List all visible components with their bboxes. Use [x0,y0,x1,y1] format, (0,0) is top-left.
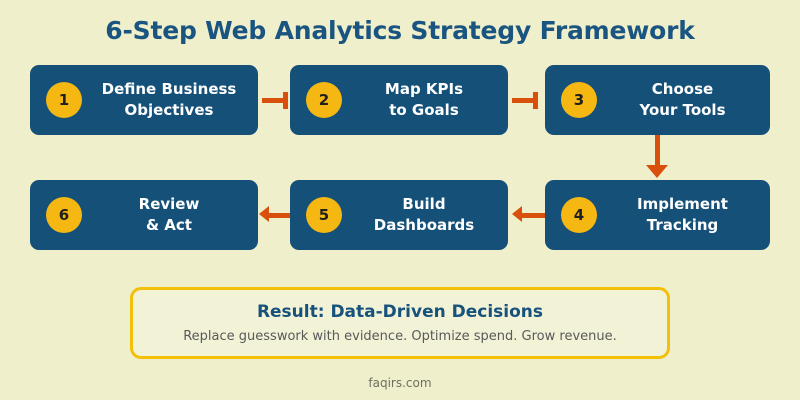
step-label-6: Review & Act [88,180,250,250]
connector-4-to-5-arrowhead [512,206,522,222]
step-label-5-line2: Dashboards [373,216,475,234]
step-badge-1: 1 [46,82,82,118]
step-label-2-line2: to Goals [389,101,459,119]
result-subtitle: Replace guesswork with evidence. Optimiz… [183,329,617,344]
connector-1-to-2 [262,98,288,103]
connector-3-to-4-arrowhead [646,165,668,178]
connector-2-to-3-cap [533,92,538,109]
connector-5-to-6-arrowhead [259,206,269,222]
connector-2-to-3 [512,98,538,103]
step-label-2: Map KPIs to Goals [348,65,500,135]
connector-5-to-6 [268,213,290,218]
step-box-5[interactable]: 5 Build Dashboards [290,180,508,250]
step-label-4-line2: Tracking [646,216,719,234]
step-label-3: Choose Your Tools [603,65,762,135]
step-box-3[interactable]: 3 Choose Your Tools [545,65,770,135]
step-label-4-line1: Implement [637,195,728,214]
connector-1-to-2-cap [283,92,288,109]
step-label-6-line2: & Act [146,216,192,234]
step-label-1-line1: Define Business [101,80,237,99]
connector-4-to-5 [522,213,545,218]
step-label-2-line1: Map KPIs [384,80,464,99]
page-title: 6-Step Web Analytics Strategy Framework [105,16,695,45]
result-title: Result: Data-Driven Decisions [256,302,544,322]
step-label-3-line1: Choose [651,80,714,99]
step-label-3-line2: Your Tools [639,101,726,119]
step-box-1[interactable]: 1 Define Business Objectives [30,65,258,135]
result-banner: Result: Data-Driven Decisions Replace gu… [130,287,670,359]
step-badge-3: 3 [561,82,597,118]
step-label-6-line1: Review [138,195,200,214]
step-badge-2: 2 [306,82,342,118]
step-label-4: Implement Tracking [603,180,762,250]
step-badge-4: 4 [561,197,597,233]
connector-3-to-4-line [655,135,660,167]
step-box-4[interactable]: 4 Implement Tracking [545,180,770,250]
step-label-1: Define Business Objectives [88,65,250,135]
step-badge-6: 6 [46,197,82,233]
step-box-2[interactable]: 2 Map KPIs to Goals [290,65,508,135]
step-label-5: Build Dashboards [348,180,500,250]
footer-source: faqirs.com [368,376,432,390]
step-badge-5: 5 [306,197,342,233]
step-box-6[interactable]: 6 Review & Act [30,180,258,250]
step-label-5-line1: Build [402,195,446,214]
step-label-1-line2: Objectives [124,101,214,119]
